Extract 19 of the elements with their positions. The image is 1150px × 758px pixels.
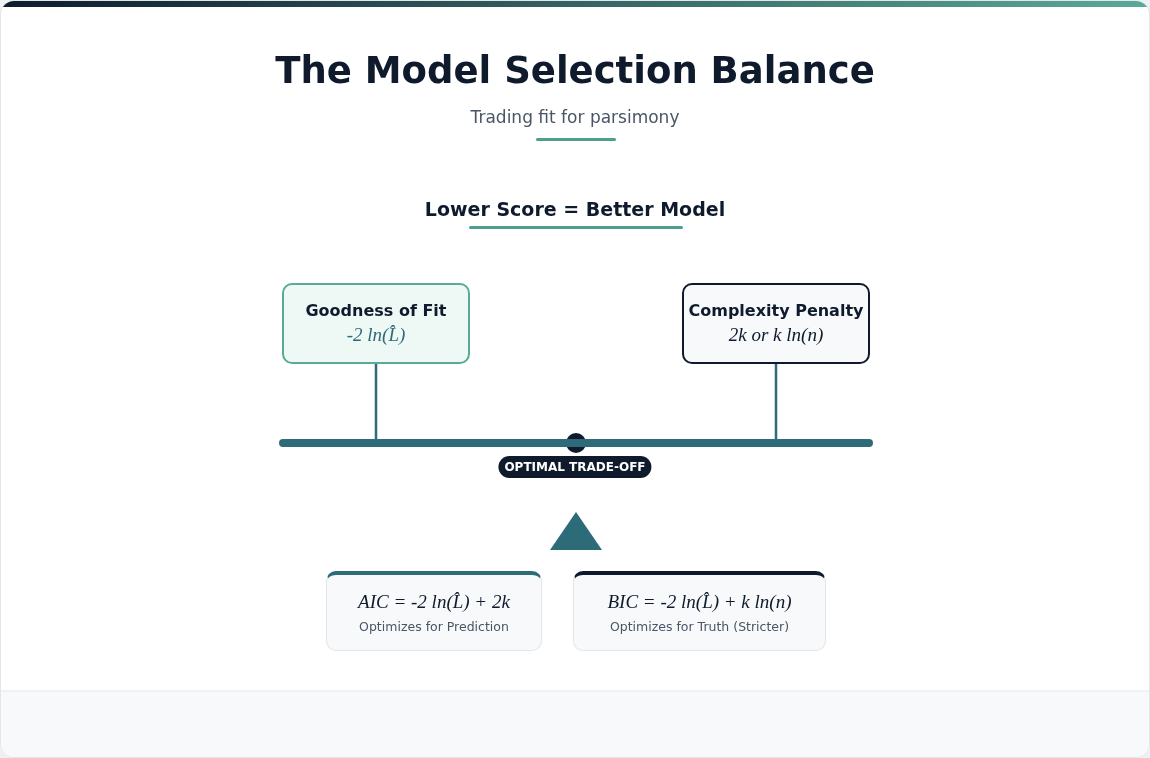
heading: Lower Score = Better Model [424, 198, 726, 220]
complexity-penalty-box [682, 283, 870, 364]
formula: BIC = -2 ln(L̂) + k ln(n) [607, 591, 792, 613]
formula: AIC = -2 ln(L̂) + 2k [358, 591, 510, 613]
box-heading: Complexity Penalty [688, 301, 864, 320]
support-line [374, 364, 378, 439]
subtitle: Trading fit for parsimony [470, 107, 680, 127]
description: Optimizes for Prediction [359, 619, 509, 634]
formula: -2 ln(L̂) [346, 324, 406, 346]
pill-label: OPTIMAL TRADE-OFF [498, 456, 652, 478]
balance-beam [279, 439, 873, 447]
formula: 2k or k ln(n) [728, 324, 824, 346]
aic-card [326, 571, 542, 651]
title: The Model Selection Balance [275, 49, 875, 92]
bic-card [573, 571, 826, 651]
goodness-of-fit-box [282, 283, 470, 364]
box-heading: Goodness of Fit [305, 301, 447, 320]
description: Optimizes for Truth (Stricter) [609, 619, 790, 634]
support-line [774, 364, 778, 439]
